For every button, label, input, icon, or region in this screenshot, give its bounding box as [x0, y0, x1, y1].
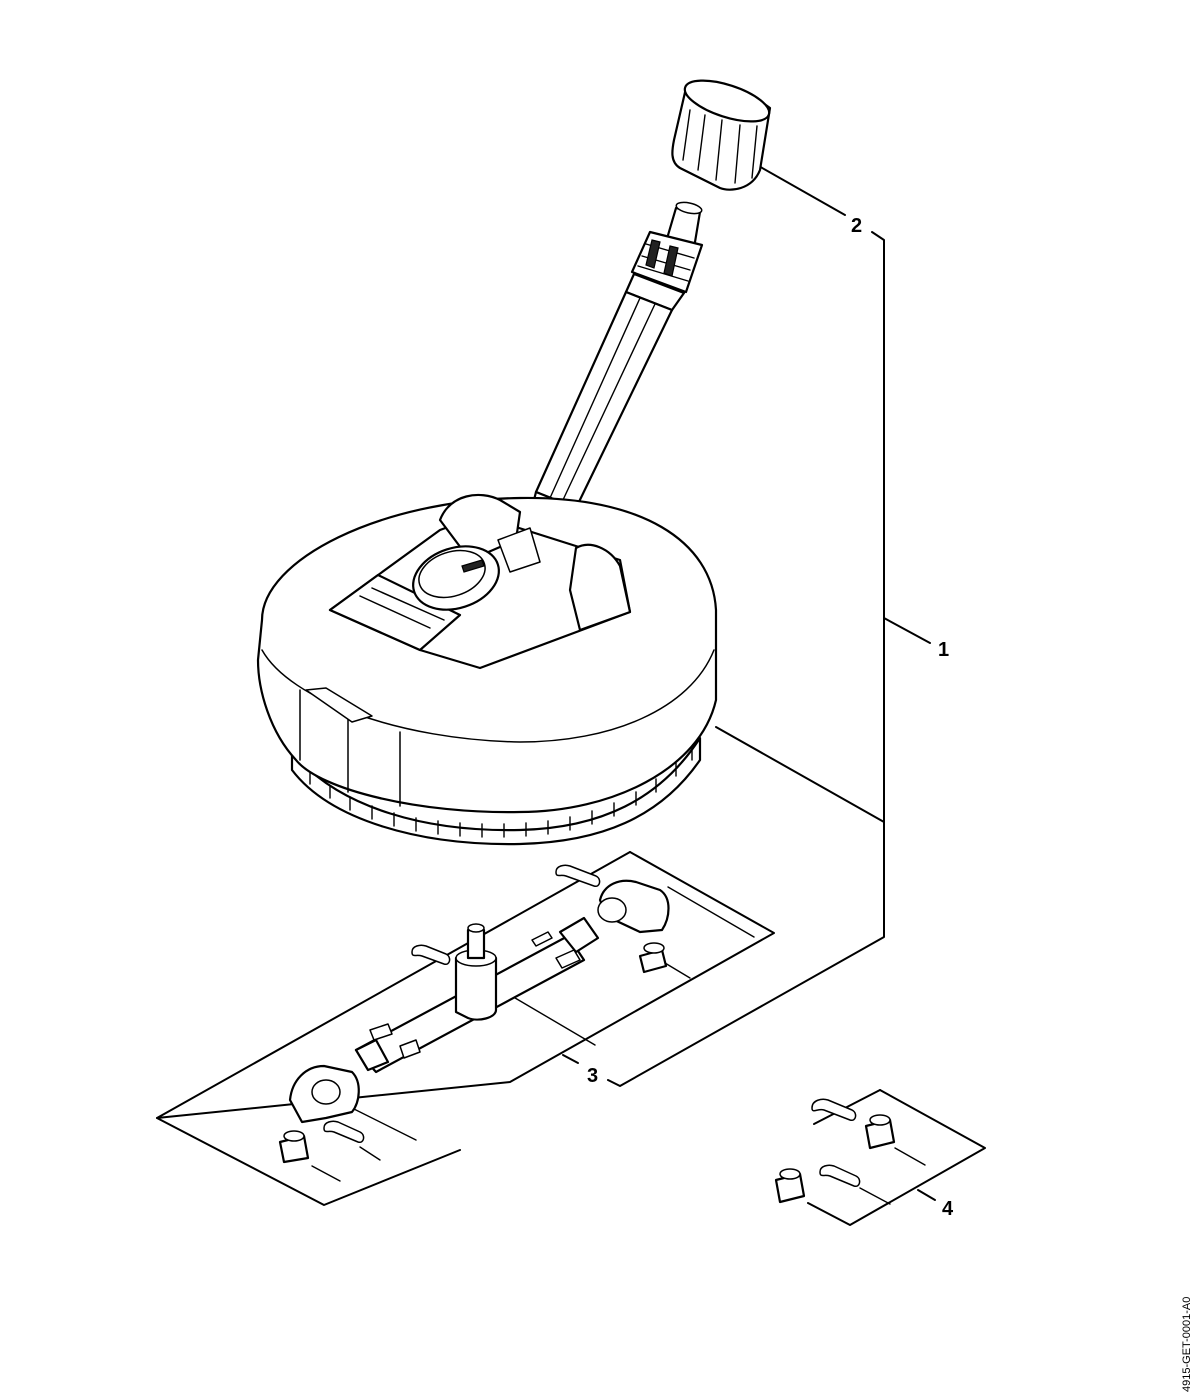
leader-lines	[607, 164, 931, 1087]
callout-4: 4	[942, 1198, 954, 1220]
kit-3-bracket	[156, 851, 775, 1206]
nozzle-clip-kit	[774, 1098, 896, 1204]
spray-arm-kit	[278, 864, 670, 1164]
callout-2: 2	[851, 215, 862, 237]
callout-3: 3	[587, 1065, 598, 1087]
kit-4-bracket	[807, 1089, 986, 1226]
callout-1: 1	[938, 639, 949, 661]
knob-nut-part	[671, 79, 772, 191]
surface-cleaner-disc	[256, 493, 718, 846]
document-id: 4915-GET-0001-A0	[1181, 1297, 1193, 1392]
